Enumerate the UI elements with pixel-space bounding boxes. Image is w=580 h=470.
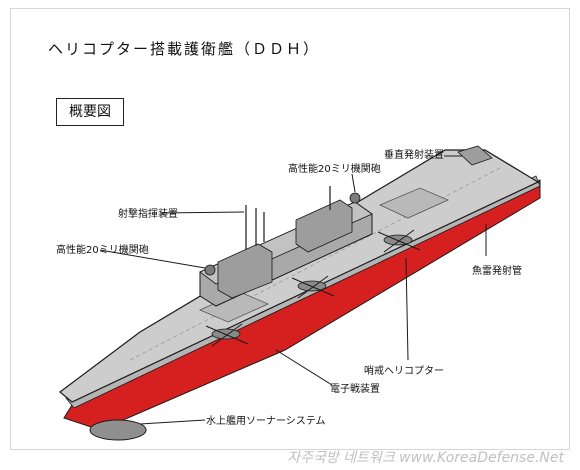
- helicopter-1: [377, 229, 421, 253]
- leader-lines: [99, 155, 487, 425]
- label-fire-control: 射撃指揮装置: [118, 209, 178, 220]
- summary-label-box: 概要図: [56, 98, 124, 126]
- island-superstructure: [199, 186, 373, 307]
- sonar-dome: [89, 419, 147, 441]
- summary-label: 概要図: [69, 104, 111, 120]
- label-sonar-system: 水上艦用ソーナーシステム: [206, 416, 326, 427]
- ciws-mount-front: [204, 264, 216, 276]
- label-ciws-front: 高性能20ミリ機関砲: [56, 245, 149, 256]
- leader-ciws-front: [99, 249, 206, 269]
- rear-stack: [295, 199, 353, 253]
- leader-ew: [275, 349, 333, 386]
- label-vertical-launcher: 垂直発射装置: [384, 150, 444, 161]
- leader-sonar: [139, 419, 206, 425]
- leader-helicopter: [405, 257, 409, 361]
- label-electronic-warfare: 電子戦装置: [330, 384, 380, 395]
- watermark: 자주국방 네트워크 www.KoreaDefense.Net: [287, 450, 564, 466]
- forward-bridge: [217, 243, 273, 299]
- leader-fire-control: [159, 211, 245, 214]
- label-ciws-rear: 高性能20ミリ機関砲: [288, 164, 381, 175]
- ciws-mount-rear: [349, 192, 361, 204]
- helicopter-2: [291, 275, 335, 299]
- deck-elevator-rear: [379, 187, 449, 219]
- label-torpedo-tubes: 魚雷発射管: [472, 266, 522, 277]
- helicopter-3: [205, 323, 249, 347]
- vertical-launcher-block: [457, 145, 493, 166]
- diagram-title: ヘリコプター搭載護衛艦（ＤＤＨ）: [48, 40, 321, 58]
- leader-ciws-rear: [351, 173, 356, 193]
- label-patrol-helicopter: 哨戒ヘリコプター: [364, 366, 444, 377]
